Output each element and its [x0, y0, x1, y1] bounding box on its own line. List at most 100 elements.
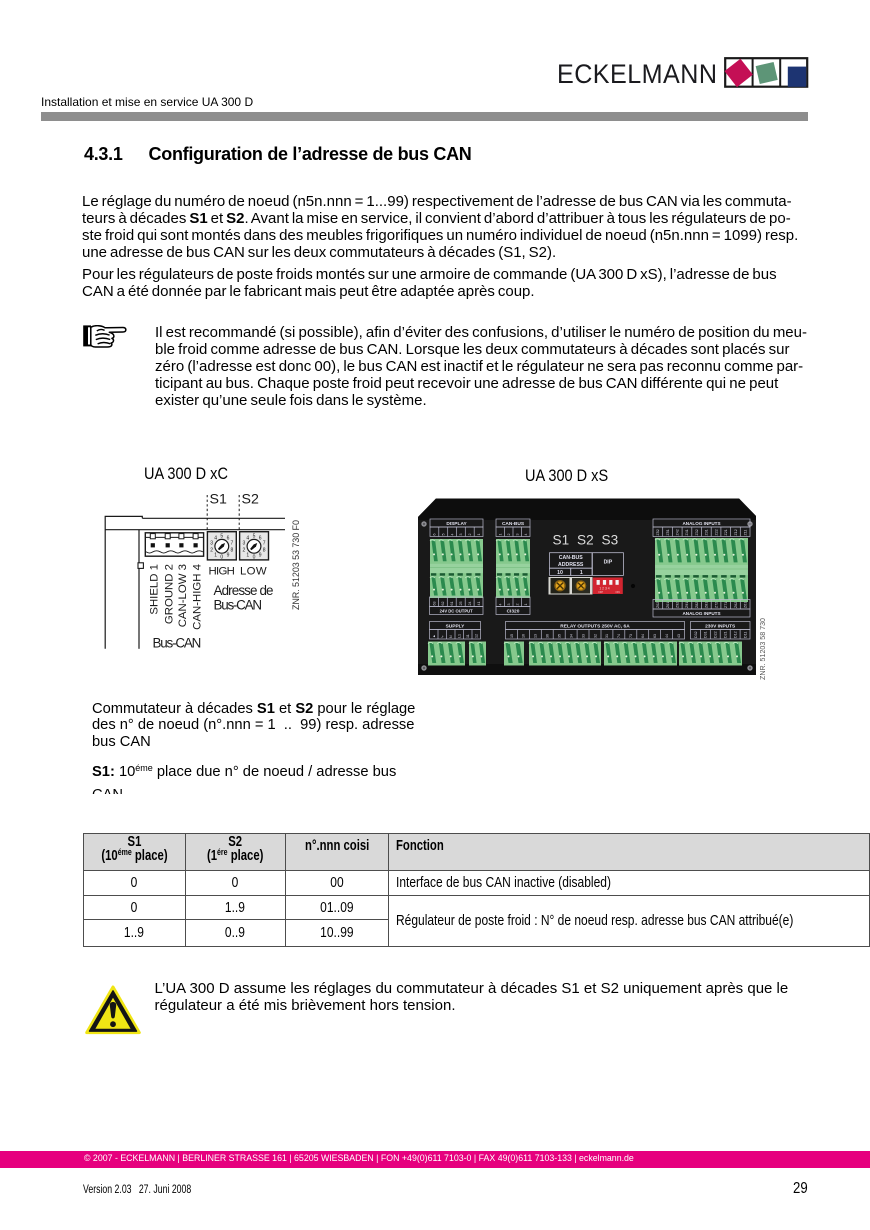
svg-text:HIGH: HIGH — [209, 566, 235, 578]
svg-text:Z61: Z61 — [743, 602, 747, 608]
svg-text:1 2 3 4: 1 2 3 4 — [599, 587, 609, 591]
svg-text:1: 1 — [524, 604, 528, 606]
svg-text:32: 32 — [593, 634, 597, 638]
svg-text:D11: D11 — [743, 632, 747, 638]
svg-text:44: 44 — [665, 634, 669, 638]
svg-text:2: 2 — [243, 547, 246, 553]
svg-text:Z02: Z02 — [656, 602, 660, 608]
svg-text:4: 4 — [246, 535, 249, 541]
svg-text:2: 2 — [507, 534, 511, 536]
svg-text:Bus-CAN: Bus-CAN — [153, 636, 202, 651]
svg-text:7: 7 — [231, 541, 234, 547]
svg-text:4: 4 — [499, 604, 503, 606]
svg-text:25: 25 — [459, 602, 463, 606]
svg-text:24: 24 — [468, 602, 472, 606]
svg-text:Z92: Z92 — [676, 602, 680, 608]
svg-text:Z91: Z91 — [685, 602, 689, 608]
svg-text:3: 3 — [243, 541, 246, 547]
svg-text:CAN-LOW 3: CAN-LOW 3 — [177, 564, 189, 627]
svg-text:↳: ↳ — [441, 635, 445, 638]
svg-text:ZNR. 51203 58 730: ZNR. 51203 58 730 — [760, 618, 767, 680]
svg-text:3: 3 — [210, 541, 213, 547]
svg-text:43: 43 — [677, 634, 681, 638]
svg-text:3: 3 — [516, 534, 520, 536]
svg-text:Z82: Z82 — [695, 602, 699, 608]
svg-text:4: 4 — [524, 534, 528, 536]
svg-text:DISPLAY: DISPLAY — [446, 521, 467, 527]
svg-text:0: 0 — [253, 555, 256, 561]
svg-text:ANALOG INPUTS: ANALOG INPUTS — [682, 521, 720, 526]
svg-text:6: 6 — [227, 535, 230, 541]
svg-text:36: 36 — [546, 634, 550, 638]
svg-text:5: 5 — [442, 534, 446, 536]
svg-text:Z81: Z81 — [705, 602, 709, 608]
svg-text:ADDRESS: ADDRESS — [558, 562, 584, 568]
svg-text:8: 8 — [263, 547, 266, 553]
svg-text:Z21: Z21 — [724, 529, 728, 535]
svg-text:1: 1 — [246, 553, 249, 559]
svg-text:11: 11 — [466, 634, 470, 638]
svg-text:▲: ▲ — [432, 634, 436, 638]
svg-text:Z41: Z41 — [685, 529, 689, 535]
svg-text:61: 61 — [450, 602, 454, 606]
svg-text:S1: S1 — [553, 533, 570, 548]
svg-text:33: 33 — [581, 634, 585, 638]
svg-text:15: 15 — [510, 634, 514, 638]
svg-text:CAN-HIGH 4: CAN-HIGH 4 — [191, 564, 203, 630]
svg-text:S1: S1 — [210, 492, 227, 508]
svg-text:SUPPLY: SUPPLY — [446, 624, 466, 630]
svg-text:Z31: Z31 — [705, 529, 709, 535]
svg-text:Z32: Z32 — [695, 529, 699, 535]
svg-text:1: 1 — [580, 570, 583, 576]
svg-text:4: 4 — [214, 535, 217, 541]
svg-text:63: 63 — [432, 602, 436, 606]
svg-text:Z51: Z51 — [666, 529, 670, 535]
svg-text:31: 31 — [605, 634, 609, 638]
svg-text:LOW: LOW — [240, 566, 267, 578]
svg-text:5: 5 — [253, 533, 256, 539]
svg-text:1: 1 — [499, 534, 503, 536]
svg-text:D31: D31 — [704, 631, 708, 638]
svg-text:DIP: DIP — [599, 590, 604, 594]
svg-text:10: 10 — [557, 570, 563, 576]
svg-text:Z11: Z11 — [743, 530, 747, 536]
svg-text:Bus-CAN: Bus-CAN — [214, 598, 263, 613]
svg-text:D32: D32 — [694, 631, 698, 638]
svg-text:L1: L1 — [458, 634, 462, 638]
svg-text:16: 16 — [522, 634, 526, 638]
svg-text:DIP: DIP — [604, 560, 613, 566]
svg-text:230V INPUTS: 230V INPUTS — [705, 624, 736, 630]
svg-text:6: 6 — [259, 535, 262, 541]
svg-text:62: 62 — [441, 602, 445, 606]
svg-text:12: 12 — [475, 634, 479, 638]
svg-text:CI320: CI320 — [507, 609, 520, 615]
svg-text:CAN-BUS: CAN-BUS — [559, 555, 583, 561]
svg-text:9: 9 — [259, 553, 262, 559]
svg-text:ANALOG INPUTS: ANALOG INPUTS — [682, 611, 720, 616]
svg-text:64: 64 — [641, 634, 645, 638]
svg-text:73: 73 — [629, 634, 633, 638]
svg-text:63: 63 — [653, 634, 657, 638]
svg-text:Z62: Z62 — [734, 602, 738, 608]
svg-text:2: 2 — [516, 604, 520, 606]
svg-text:N: N — [449, 635, 453, 638]
svg-text:7: 7 — [263, 541, 266, 547]
svg-text:D22: D22 — [714, 631, 718, 638]
svg-text:S3: S3 — [602, 533, 619, 548]
svg-text:8: 8 — [231, 547, 234, 553]
svg-text:Z72: Z72 — [714, 602, 718, 608]
svg-text:1: 1 — [214, 553, 217, 559]
svg-text:S2: S2 — [242, 492, 259, 508]
svg-text:GROUND 2: GROUND 2 — [163, 564, 175, 624]
svg-text:D21: D21 — [724, 631, 728, 638]
svg-text:S2: S2 — [577, 533, 594, 548]
svg-text:Z12: Z12 — [734, 529, 738, 535]
svg-text:5: 5 — [220, 533, 223, 539]
svg-text:SHIELD 1: SHIELD 1 — [149, 564, 161, 615]
svg-text:Adresse de: Adresse de — [214, 583, 274, 598]
svg-text:2: 2 — [468, 534, 472, 536]
svg-text:41: 41 — [477, 602, 481, 606]
svg-text:6: 6 — [433, 534, 437, 536]
svg-text:ON: ON — [616, 590, 620, 594]
svg-text:24V DC OUTPUT: 24V DC OUTPUT — [440, 609, 473, 614]
